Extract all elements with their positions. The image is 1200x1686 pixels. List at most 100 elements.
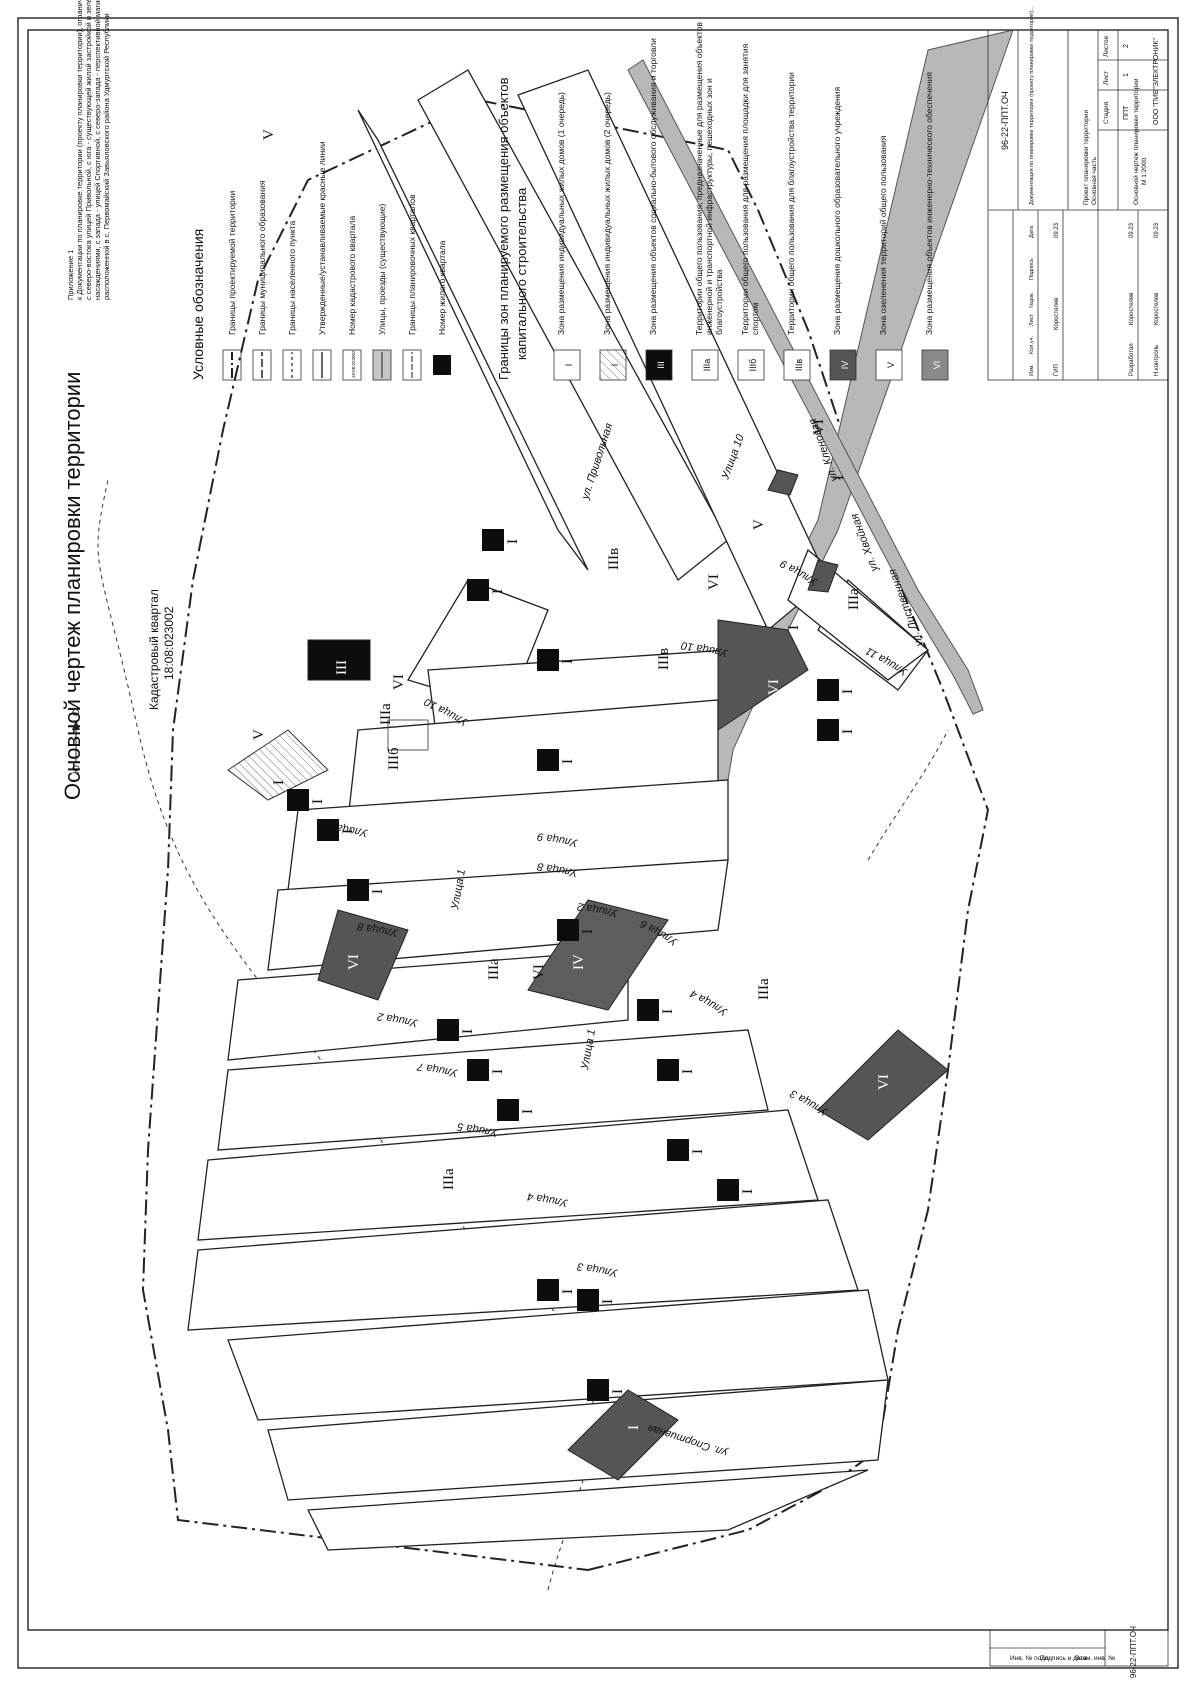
zone-label: III — [334, 660, 350, 675]
legend-symbol-box — [222, 349, 242, 381]
quarter-marker — [587, 1379, 609, 1401]
quarter-marker — [497, 1099, 519, 1121]
quarter-marker-label: I — [610, 1389, 626, 1394]
person-role: Разработал — [1129, 343, 1135, 376]
legend-item: Границы муниципального образования — [252, 180, 272, 381]
legend-zone-label: инженерной и транспортной инфраструктуры… — [704, 78, 714, 335]
legend-symbol-box — [342, 349, 362, 381]
legend-zone-code: III — [656, 361, 666, 369]
legend-label: Границы населенного пункта — [287, 221, 297, 335]
north-mark: С — [71, 709, 81, 716]
zone-iii-social — [307, 639, 371, 681]
legend-zone-swatch — [553, 349, 581, 381]
legend-symbol-box — [312, 349, 332, 381]
legend-zone-label: Территории общего пользования для благоу… — [786, 72, 796, 335]
legend-symbol-box — [252, 349, 272, 381]
quarter-marker-label: I — [740, 1189, 756, 1194]
zone-label: IIIа — [846, 588, 862, 610]
quarter-marker — [287, 789, 309, 811]
quarter-marker — [537, 749, 559, 771]
person-name: Коростелев — [1054, 298, 1060, 330]
quarter-marker-label: I — [370, 889, 386, 894]
zone-vi-kleno — [767, 469, 799, 496]
south-mark: Ю — [71, 765, 81, 774]
person-role: Н.контроль — [1154, 345, 1160, 376]
sheet-frame — [17, 17, 1179, 1669]
zone-label: IIIа — [441, 1168, 457, 1190]
legend-label: Утвержденные/устанавливаемые красные лин… — [317, 141, 327, 335]
part-subtitle: Основная часть — [1091, 156, 1098, 205]
quarter-marker — [537, 649, 559, 671]
quarter-marker — [482, 529, 504, 551]
part-title: Проект планировки территории — [1083, 110, 1090, 205]
quarter-marker-label: I — [560, 759, 576, 764]
legend-zone-label: спортом — [750, 302, 760, 335]
appendix-header: Приложение 1 к Документации по планировк… — [66, 0, 111, 300]
legend-zone-code: V — [886, 362, 896, 368]
zone-label: IIIб — [386, 747, 402, 770]
person-date: 09.23 — [1129, 222, 1135, 238]
side-stamp-code: 96-22-ППТ.ОЧ — [1129, 1626, 1138, 1678]
zone-label: I — [271, 780, 287, 785]
legend-label: Номер кадастрового квартала — [347, 216, 357, 335]
legend-zone-label: благоустройства — [714, 269, 724, 335]
legend-zone-swatch — [829, 349, 857, 381]
zone-label: IIIа — [756, 978, 772, 1000]
cadastral-caption: Кадастровый квартал — [147, 589, 161, 710]
doc-code: 96-22-ППТ.ОЧ — [1000, 91, 1010, 150]
appendix-line: Приложение 1 — [66, 250, 75, 300]
zone-label: IV — [571, 954, 587, 970]
sheets-header: Листов — [1103, 35, 1110, 57]
street-label: Улица 3 — [788, 1087, 831, 1119]
zone-label: IIIв — [656, 648, 672, 670]
title-block: 96-22-ППТ.ОЧ Документация по планировке … — [987, 6, 1169, 381]
legend-item: Границы планировочных кварталов — [402, 194, 422, 381]
zone-label: VI — [391, 674, 407, 690]
quarter-marker — [717, 1179, 739, 1201]
legend-title: Условные обозначения — [190, 229, 206, 380]
quarter-marker — [317, 819, 339, 841]
quarter-marker — [657, 1059, 679, 1081]
appendix-line: насаждениями, с запада - улицей Спортивн… — [93, 0, 102, 300]
zone-label: V — [261, 129, 277, 140]
quarter-ul10-strip — [357, 109, 589, 571]
zone-i-second-stage — [227, 729, 329, 801]
quarter-l — [306, 1469, 869, 1551]
legend-symbol-box — [402, 349, 422, 381]
legend-item: Границы населенного пункта — [282, 221, 302, 381]
legend-zone-swatch — [691, 349, 719, 381]
sheet-value: 1 — [1123, 73, 1130, 77]
zone-label: IIIа — [486, 958, 502, 980]
role-header: №док. — [1029, 291, 1035, 308]
zone-label: VI — [706, 574, 722, 590]
legend-item: Границы проектируемой территории — [222, 190, 242, 381]
quarter-marker-label: I — [690, 1149, 706, 1154]
quarter-marker-label: I — [840, 729, 856, 734]
quarter-marker — [577, 1289, 599, 1311]
legend-zone-label: Территории общего пользования, предназна… — [694, 22, 704, 335]
zone-vi-east — [817, 1029, 949, 1141]
side-stamp-field: Инв. № подл. — [1010, 1655, 1051, 1662]
stage-value: ППТ — [1123, 105, 1130, 120]
zone-labels: V VI I V VI IIIв IIIв I IIIа VI IIIа III… — [251, 129, 892, 1430]
zone-label: IIIа — [378, 703, 394, 725]
sheet-title: Основной чертеж планировки территории — [1132, 78, 1140, 205]
quarter-marker — [557, 919, 579, 941]
legend-label: Номер жилого квартала — [437, 240, 447, 335]
quarter-marker-label: I — [560, 659, 576, 664]
zone-vi-ul9 — [717, 619, 809, 731]
street-label: Улица 4 — [688, 987, 730, 1018]
quarter-marker-label: I — [520, 1109, 536, 1114]
side-stamp: 96-22-ППТ.ОЧ Инв. № подл. Подпись и дата… — [989, 1626, 1169, 1678]
north-arrow: С Ю — [71, 709, 81, 774]
sheets-value: 2 — [1123, 44, 1130, 48]
legend-zone-label: Зона размещения индивидуальных жилых дом… — [602, 92, 612, 335]
legend-label: Улицы, проезды (существующие) — [377, 203, 387, 335]
